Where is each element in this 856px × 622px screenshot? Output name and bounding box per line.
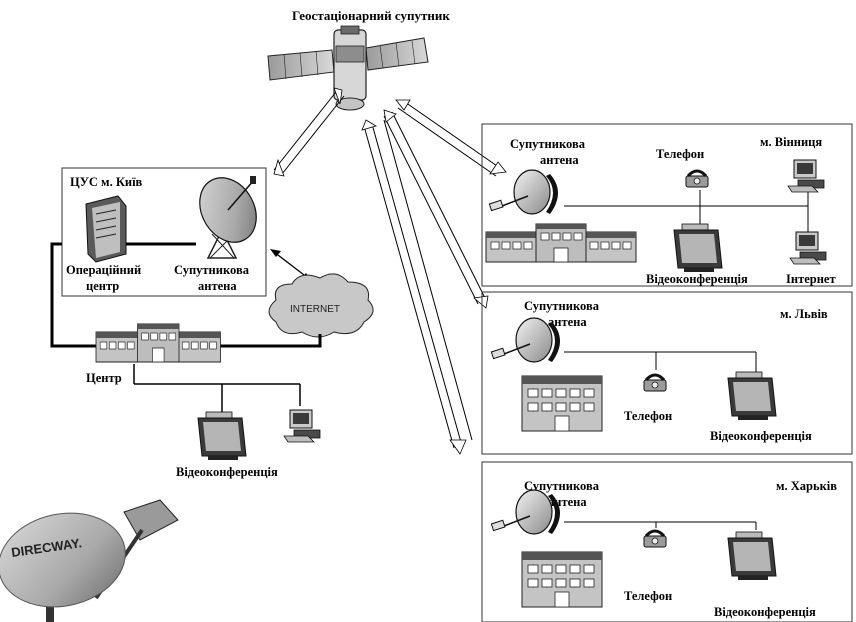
kharkiv-satellite-dish-icon — [490, 489, 561, 535]
vinnytsia-videoconference-label: Відеоконференція — [646, 272, 748, 286]
vinnytsia-internet-computer-icon — [789, 231, 827, 265]
center-internet-cable — [220, 334, 322, 348]
kharkiv-building-icon — [521, 551, 603, 608]
kharkiv-antenna-label-1: Супутникова — [524, 479, 600, 493]
kyiv-center-frame — [61, 167, 267, 297]
kharkiv-lan-lines — [564, 521, 757, 530]
cloud-icon — [268, 273, 374, 338]
kyiv-antenna-label-2: антена — [198, 279, 237, 293]
lviv-satellite-dish-icon — [490, 317, 561, 363]
vinnytsia-antenna-label-2: антена — [540, 153, 579, 167]
internet-label: INTERNET — [290, 304, 340, 315]
kyiv-satellite-dish-icon — [199, 176, 257, 259]
lviv-telephone-icon — [642, 373, 668, 393]
lviv-antenna-label-2: антена — [548, 315, 587, 329]
kharkiv-telephone-icon — [642, 529, 668, 549]
kyiv-title: ЦУС м. Київ — [70, 175, 143, 189]
vinnytsia-videoconference-monitor-icon — [673, 223, 723, 273]
center-building-icon — [95, 323, 221, 363]
satellite-icon — [267, 25, 429, 111]
kharkiv-videoconference-monitor-icon — [727, 531, 777, 581]
lviv-lan-lines — [564, 351, 757, 372]
lviv-building-icon — [521, 375, 603, 432]
vinnytsia-phone-label: Телефон — [656, 147, 704, 161]
lviv-phone-label: Телефон — [624, 409, 672, 423]
lviv-frame — [481, 291, 853, 455]
vinnytsia-frame — [481, 123, 853, 287]
satellite-label: Геостаціонарний супутник — [292, 8, 450, 23]
vinnytsia-antenna-label-1: Супутникова — [510, 137, 586, 151]
kyiv-videoconference-label: Відеоконференція — [176, 465, 278, 479]
kharkiv-city: м. Харьків — [776, 479, 837, 493]
satellite-links — [273, 87, 507, 455]
vinnytsia-building-icon — [485, 223, 637, 263]
server-icon — [85, 195, 127, 263]
operations-center-label-2: центр — [86, 279, 119, 293]
vinnytsia-lan-lines — [564, 190, 809, 232]
kyiv-videoconference-monitor-icon — [197, 411, 247, 461]
center-lan-lines — [133, 364, 301, 412]
lviv-antenna-label-1: Супутникова — [524, 299, 600, 313]
kharkiv-phone-label: Телефон — [624, 589, 672, 603]
center-label: Центр — [86, 371, 122, 385]
internet-link-line — [273, 251, 309, 279]
vinnytsia-internet-label: Інтернет — [786, 272, 836, 286]
kyiv-computer-icon — [283, 409, 321, 443]
kyiv-backbone-cable — [50, 242, 96, 348]
kharkiv-frame — [481, 461, 853, 622]
kharkiv-videoconference-label: Відеоконференція — [714, 605, 816, 619]
kyiv-antenna-label-1: Супутникова — [174, 263, 250, 277]
operations-center-label-1: Операційний — [66, 263, 141, 277]
direcway-dish-photo — [0, 499, 179, 622]
lviv-videoconference-monitor-icon — [727, 371, 777, 421]
lviv-city: м. Львів — [780, 307, 828, 321]
vinnytsia-telephone-icon — [684, 169, 710, 189]
lviv-videoconference-label: Відеоконференція — [710, 429, 812, 443]
vinnytsia-satellite-dish-icon — [488, 169, 559, 215]
vinnytsia-city: м. Вінниця — [760, 135, 822, 149]
vinnytsia-computer-icon — [787, 159, 825, 193]
